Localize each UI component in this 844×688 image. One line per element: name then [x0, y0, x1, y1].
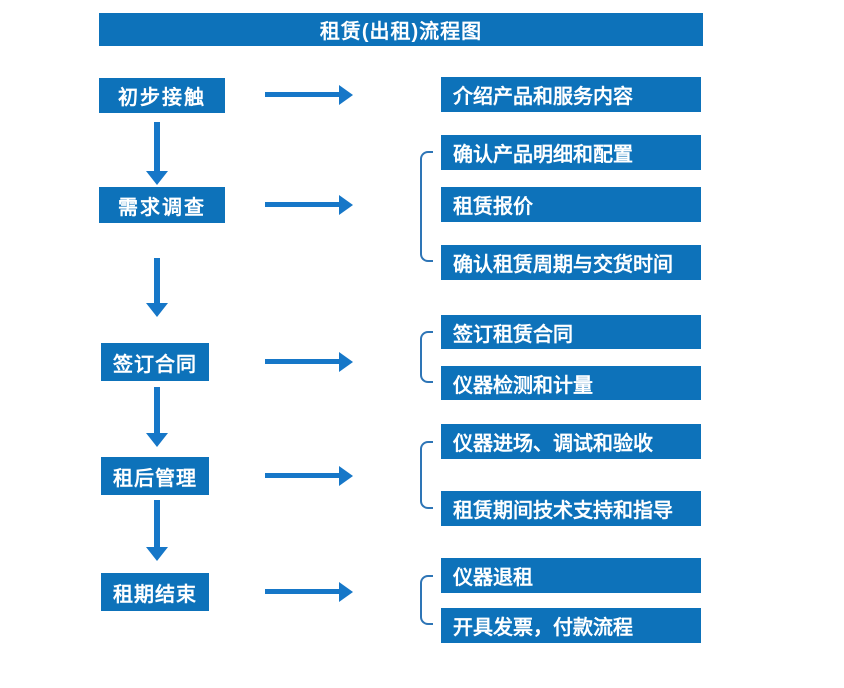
- right-arrow-shaft: [265, 359, 340, 364]
- detail-box: 仪器检测和计量: [441, 366, 701, 400]
- right-arrow-shaft: [265, 92, 340, 97]
- right-arrow-icon: [265, 85, 353, 105]
- right-arrow-icon: [265, 195, 353, 215]
- step-box-demand-survey: 需求调查: [99, 187, 225, 223]
- detail-box: 介绍产品和服务内容: [441, 77, 701, 112]
- right-arrow-head: [339, 352, 353, 372]
- right-arrow-shaft: [265, 589, 340, 594]
- right-arrow-icon: [265, 466, 353, 486]
- step-box-post-rental-management: 租后管理: [101, 457, 209, 495]
- down-arrow-shaft: [154, 387, 160, 434]
- down-arrow-shaft: [154, 500, 160, 548]
- detail-box: 租赁期间技术支持和指导: [441, 491, 701, 526]
- down-arrow-icon: [146, 500, 168, 561]
- right-arrow-head: [339, 582, 353, 602]
- bracket-connector: [420, 441, 433, 509]
- detail-box: 确认产品明细和配置: [441, 135, 701, 170]
- right-arrow-head: [339, 85, 353, 105]
- down-arrow-icon: [146, 387, 168, 447]
- right-arrow-shaft: [265, 473, 340, 478]
- down-arrow-head: [146, 171, 168, 185]
- down-arrow-head: [146, 303, 168, 317]
- detail-box: 仪器退租: [441, 558, 701, 593]
- step-box-initial-contact: 初步接触: [99, 78, 225, 113]
- step-box-sign-contract: 签订合同: [101, 343, 209, 381]
- detail-box: 租赁报价: [441, 187, 701, 222]
- right-arrow-shaft: [265, 202, 340, 207]
- detail-box: 开具发票，付款流程: [441, 608, 701, 643]
- right-arrow-head: [339, 195, 353, 215]
- down-arrow-shaft: [154, 122, 160, 172]
- right-arrow-head: [339, 466, 353, 486]
- bracket-connector: [420, 331, 433, 383]
- down-arrow-shaft: [154, 258, 160, 304]
- bracket-connector: [420, 575, 433, 625]
- right-arrow-icon: [265, 352, 353, 372]
- bracket-connector: [420, 151, 433, 262]
- detail-box: 仪器进场、调试和验收: [441, 424, 701, 459]
- page-title: 租赁(出租)流程图: [319, 21, 483, 43]
- right-arrow-icon: [265, 582, 353, 602]
- down-arrow-icon: [146, 258, 168, 317]
- step-box-rental-end: 租期结束: [101, 573, 209, 611]
- detail-box: 签订租赁合同: [441, 315, 701, 349]
- down-arrow-icon: [146, 122, 168, 185]
- detail-box: 确认租赁周期与交货时间: [441, 245, 701, 280]
- title-bar: 租赁(出租)流程图: [99, 13, 703, 46]
- down-arrow-head: [146, 433, 168, 447]
- down-arrow-head: [146, 547, 168, 561]
